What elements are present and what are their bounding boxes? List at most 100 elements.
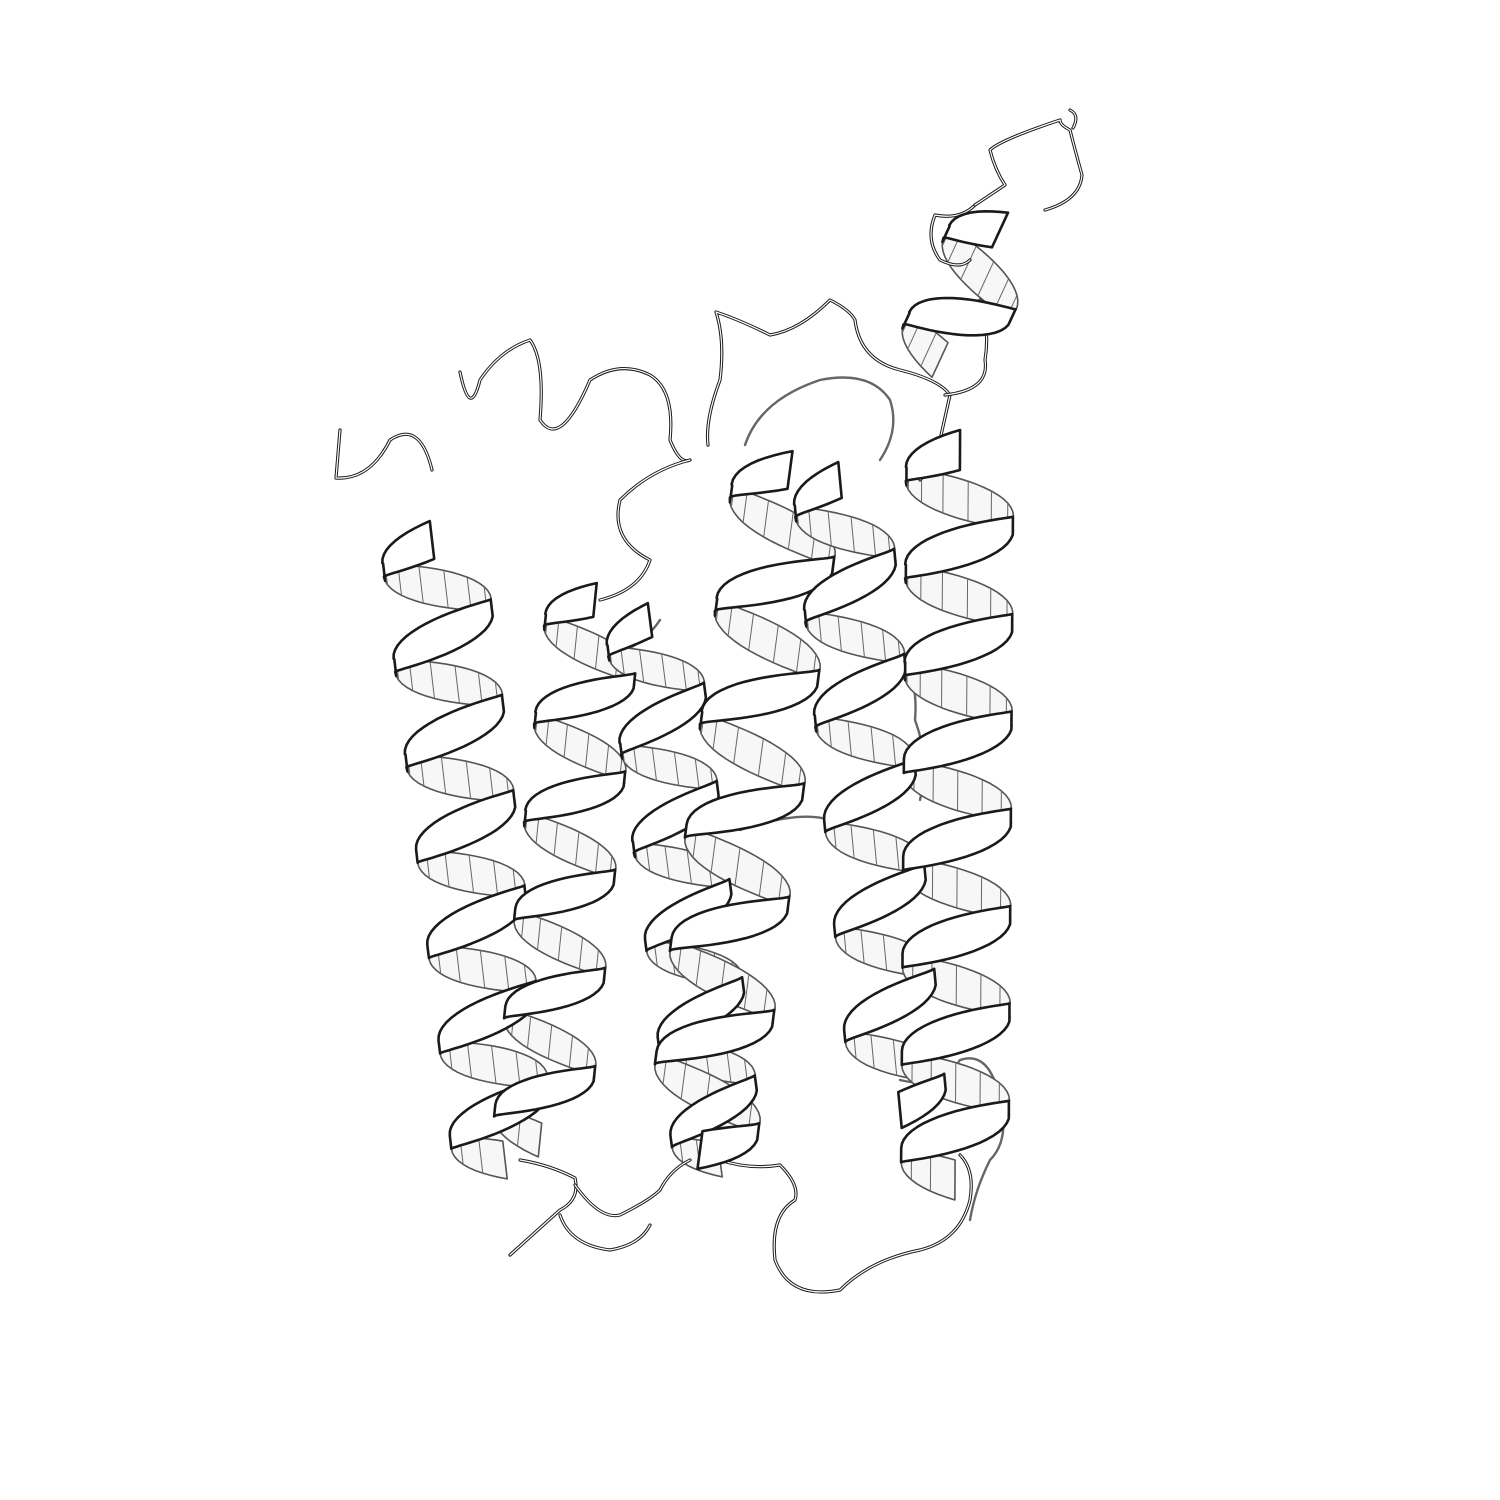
helix-5-inner-hatch xyxy=(882,934,888,971)
helix-4-inner-hatch xyxy=(758,860,765,897)
helix-1-inner-hatch xyxy=(455,947,461,983)
helix-1-inner-hatch xyxy=(444,851,450,888)
helix-5-front-ribbon xyxy=(842,967,937,1044)
helix-1-inner-hatch xyxy=(440,757,447,794)
helix-1-inner-hatch xyxy=(454,665,460,704)
helix-2-front-ribbon xyxy=(542,581,598,632)
helix-6-front-ribbon xyxy=(901,904,1012,969)
helix-2-inner-hatch xyxy=(557,926,563,961)
helix-5-inner-hatch xyxy=(872,829,878,866)
helix-3-front-ribbon xyxy=(605,601,654,662)
helix-5-inner-hatch xyxy=(860,929,865,964)
loop-12-tube xyxy=(558,1213,652,1252)
loop-3-tube-highlight xyxy=(599,459,691,601)
helix-2-inner-hatch xyxy=(573,626,578,660)
helix-4-inner-hatch xyxy=(734,847,741,886)
helix-1-inner-hatch xyxy=(468,854,475,893)
helix-4-inner-hatch xyxy=(763,500,770,538)
helix-2-front-ribbon xyxy=(512,868,617,922)
helix-2-front-ribbon xyxy=(522,770,627,828)
helix-1-inner-hatch xyxy=(465,761,472,799)
helix-5-inner-hatch xyxy=(828,718,832,748)
helix-2-inner-hatch xyxy=(578,937,584,969)
helix-4-inner-hatch xyxy=(733,727,740,764)
helix-5-inner-hatch xyxy=(808,508,812,538)
helix-1-inner-hatch xyxy=(466,1042,473,1078)
helix-4-inner-hatch xyxy=(712,718,718,750)
helix-3-inner-hatch xyxy=(645,843,651,872)
helix-4-inner-hatch xyxy=(680,1063,687,1100)
helix-7-inner-hatch xyxy=(920,332,937,367)
helix-1-inner-hatch xyxy=(504,956,510,992)
helix-7-front-ribbon xyxy=(941,210,1010,249)
helix-5-inner-hatch xyxy=(850,824,855,859)
helix-4-inner-hatch xyxy=(727,605,733,636)
helix-5-front-ribbon xyxy=(812,652,907,733)
helix-1-front-ribbon xyxy=(403,693,506,773)
helix-2-inner-hatch xyxy=(595,635,600,670)
helix-5-inner-hatch xyxy=(847,721,852,757)
helix-1-front-ribbon xyxy=(381,519,436,583)
helix-4-inner-hatch xyxy=(742,491,748,523)
helix-5-front-ribbon xyxy=(822,757,917,834)
helix-2-inner-hatch xyxy=(547,1024,553,1059)
helix-1-inner-hatch xyxy=(479,950,486,989)
helix-5-front-ribbon xyxy=(832,862,927,939)
helix-6-front-ribbon xyxy=(899,1099,1011,1164)
helix-4-front-ribbon xyxy=(713,555,836,618)
helix-3-inner-hatch xyxy=(661,653,667,688)
helix-3-inner-hatch xyxy=(632,745,638,773)
helix-1-inner-hatch xyxy=(418,566,424,604)
helix-4-inner-hatch xyxy=(748,613,755,651)
loop-9-tube-highlight xyxy=(719,1154,972,1293)
helix-1-inner-hatch xyxy=(515,1051,521,1087)
helix-1-front-ribbon xyxy=(392,598,494,678)
loop-2-tube-highlight xyxy=(459,339,691,462)
helix-5-inner-hatch xyxy=(892,1039,898,1076)
helix-6-front-ribbon xyxy=(900,1002,1011,1067)
loop-10-tube-highlight xyxy=(509,1159,577,1256)
helix-3-inner-hatch xyxy=(620,647,625,675)
helix-2-inner-hatch xyxy=(563,724,568,758)
loop-11-tube-highlight xyxy=(574,1159,691,1217)
helix-bundle xyxy=(381,210,1017,1171)
helix-1-inner-hatch xyxy=(429,661,435,699)
helix-1-inner-hatch xyxy=(478,1138,484,1174)
helix-5-front-ribbon xyxy=(897,1072,947,1130)
loop-7-tube-highlight xyxy=(974,119,1083,211)
helix-3-inner-hatch xyxy=(651,747,657,781)
helix-7-front-ribbon xyxy=(901,296,1017,337)
loop-4-tube-highlight xyxy=(706,299,951,481)
helix-5-inner-hatch xyxy=(882,629,887,662)
helix-2-inner-hatch xyxy=(595,843,600,873)
helix-2-inner-hatch xyxy=(535,815,540,844)
helix-5-inner-hatch xyxy=(892,734,897,767)
loop-2-tube xyxy=(458,338,692,463)
helix-2-inner-hatch xyxy=(585,733,590,768)
helix-6-front-ribbon xyxy=(901,807,1013,872)
loop-3-tube xyxy=(598,458,692,602)
helix-1-front-ribbon xyxy=(414,788,517,864)
helix-5-front-ribbon xyxy=(792,460,843,523)
helix-3-inner-hatch xyxy=(639,649,645,683)
helix-1-inner-hatch xyxy=(493,860,499,896)
helix-3-inner-hatch xyxy=(686,850,692,884)
helix-4-front-ribbon xyxy=(683,781,806,839)
helix-2-inner-hatch xyxy=(545,717,550,746)
helix-6-front-ribbon xyxy=(904,428,962,487)
loop-12-tube-highlight xyxy=(559,1214,651,1251)
loop-6-tube-highlight xyxy=(930,204,976,266)
helix-2-inner-hatch xyxy=(526,1016,532,1049)
helix-4-front-ribbon xyxy=(696,1121,761,1171)
helix-3-inner-hatch xyxy=(694,758,700,789)
helix-3-inner-hatch xyxy=(673,752,680,786)
helix-4-inner-hatch xyxy=(710,837,717,873)
helix-1-front-ribbon xyxy=(426,884,528,960)
helix-3-inner-hatch xyxy=(682,660,687,691)
helix-2-front-ribbon xyxy=(492,1064,597,1118)
helix-4-inner-hatch xyxy=(743,974,750,1010)
rear-structure xyxy=(382,225,1019,1222)
helix-7-inner-hatch xyxy=(977,261,995,296)
helix-5-inner-hatch xyxy=(870,726,875,763)
helix-4-inner-hatch xyxy=(780,752,787,786)
